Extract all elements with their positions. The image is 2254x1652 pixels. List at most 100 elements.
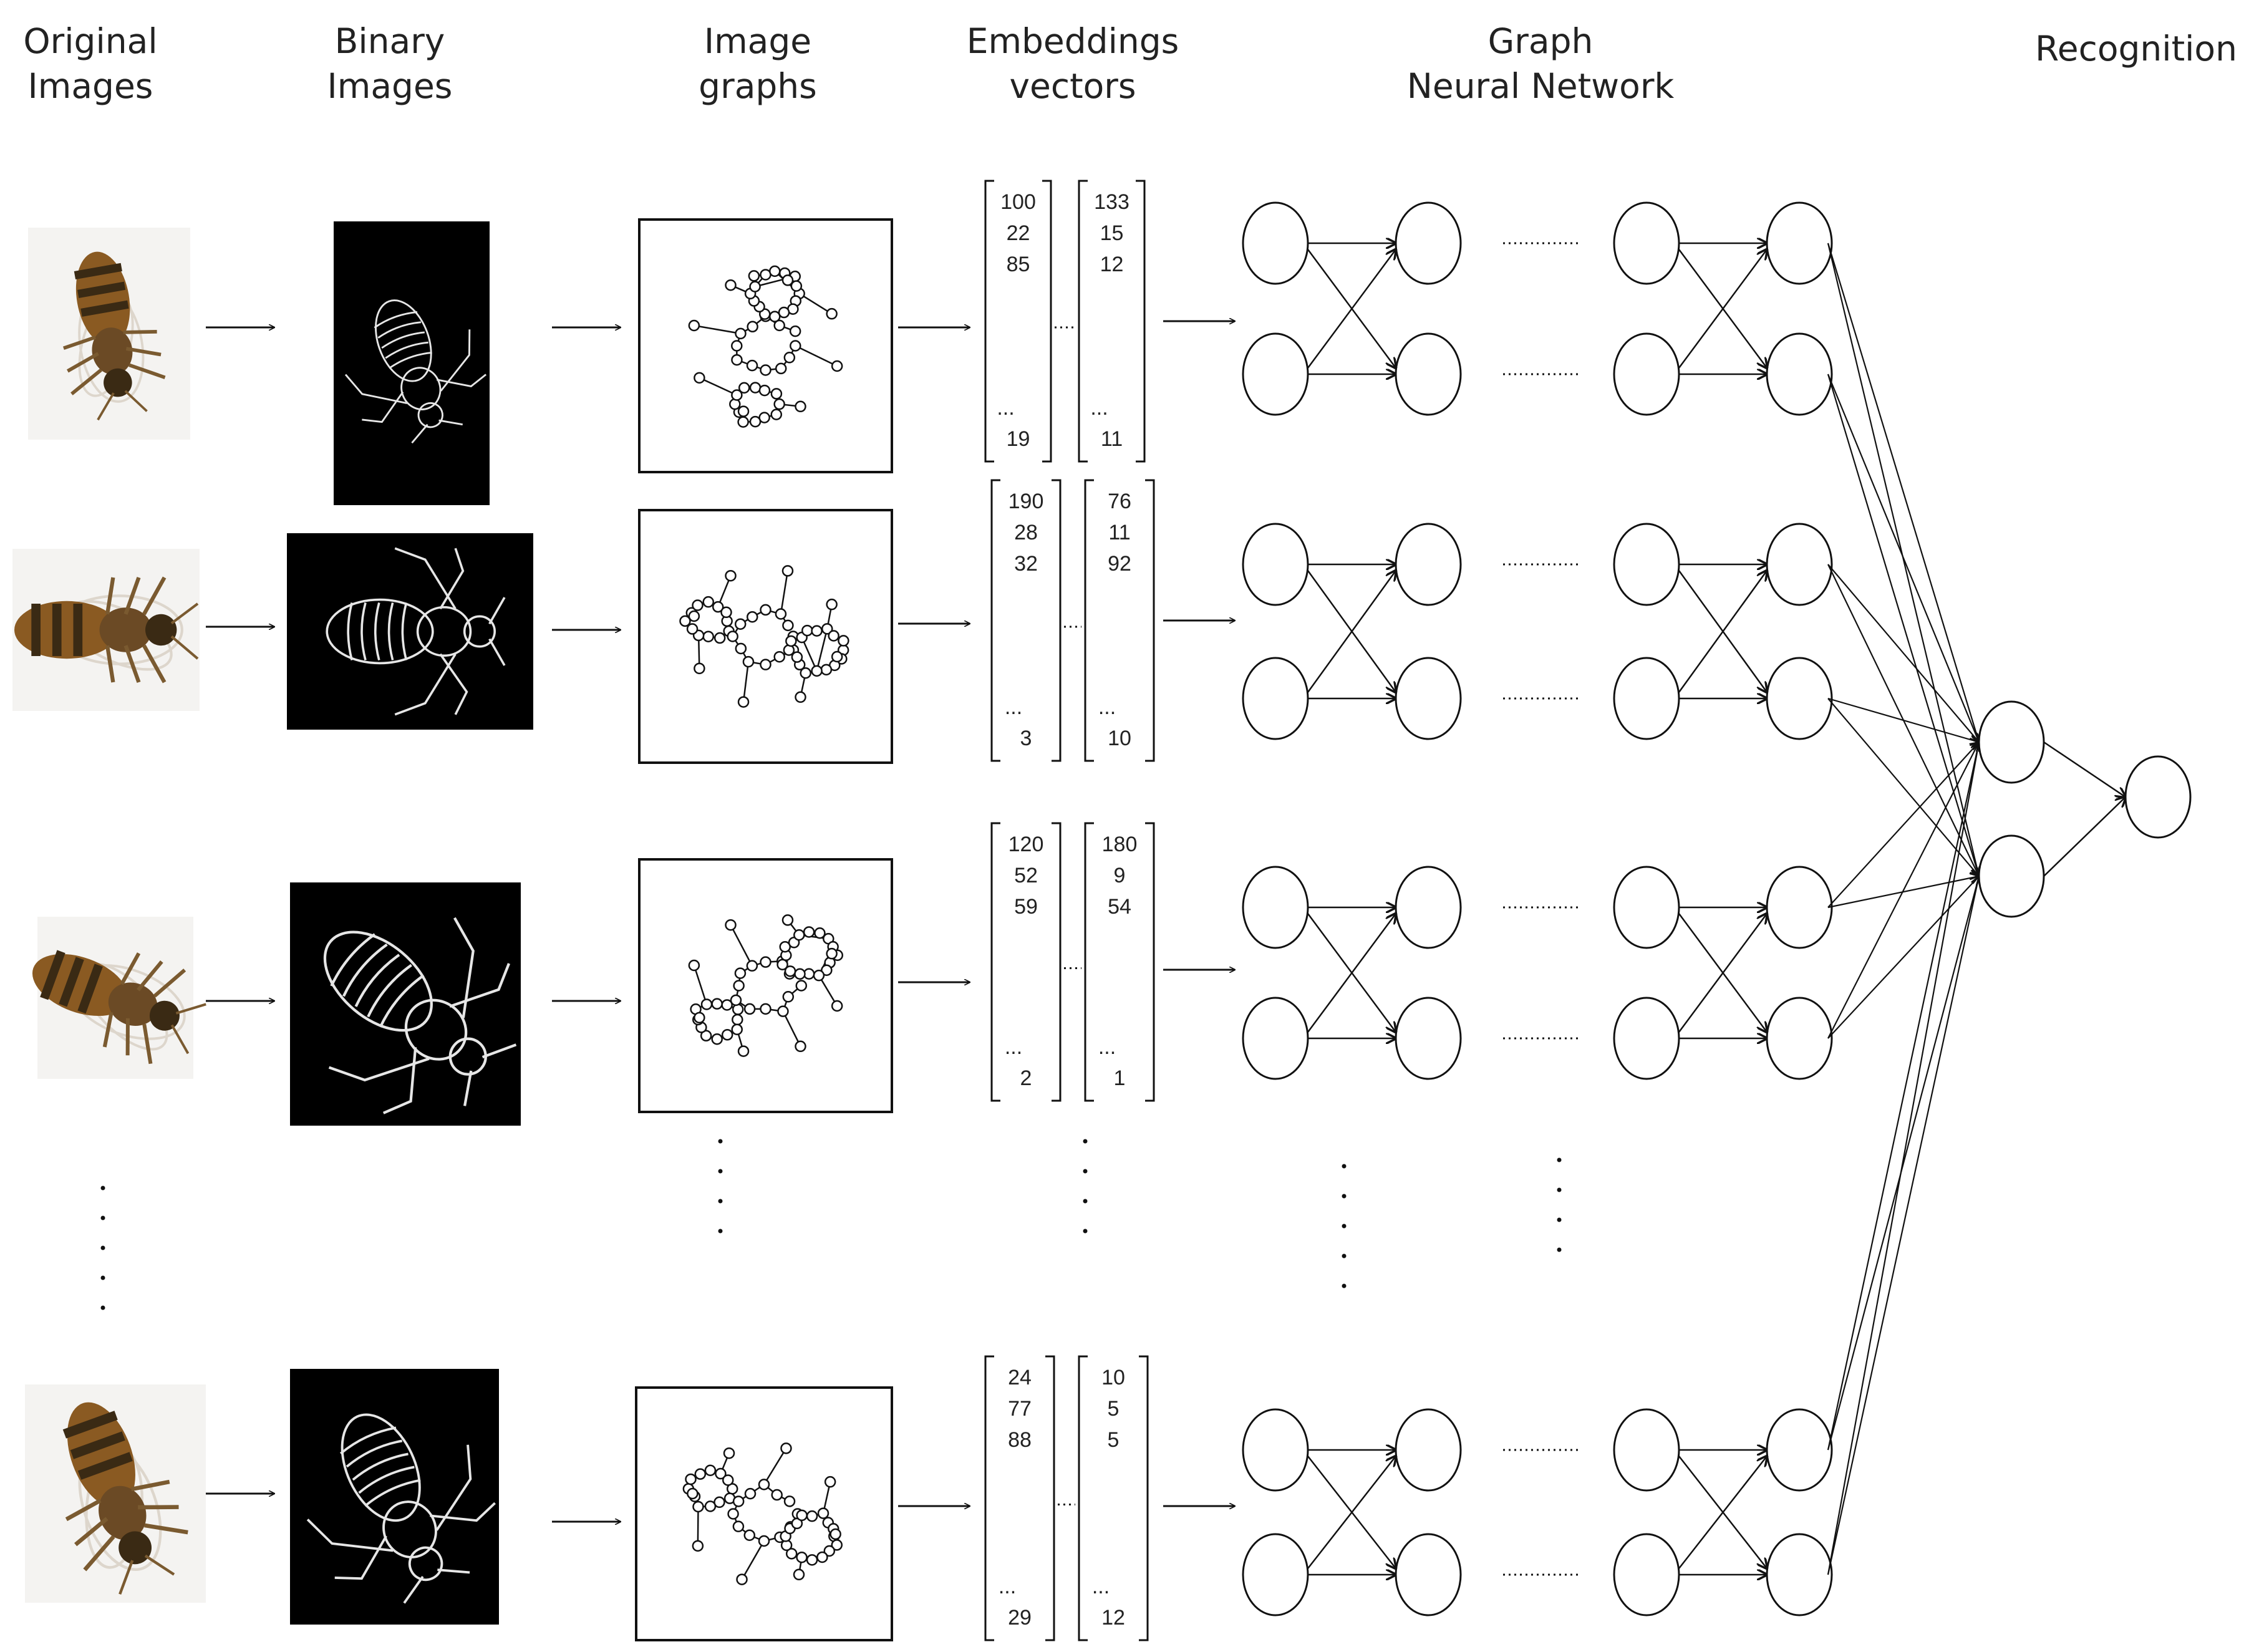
edge-leg: [382, 1047, 417, 1114]
graph-node: [743, 1003, 756, 1015]
bee-leg: [125, 347, 162, 357]
graph-node: [795, 1040, 806, 1053]
continuation-dots: [718, 1139, 723, 1144]
bracket-right: [1139, 1355, 1149, 1641]
edge-outline: [306, 1413, 496, 1604]
recognition-edge: [1827, 876, 1979, 909]
graph-node: [782, 991, 795, 1003]
graph-node: [821, 964, 833, 976]
graph-node: [711, 1033, 723, 1045]
graph-node: [712, 601, 724, 613]
recognition-hidden-node: [1978, 834, 2045, 918]
gnn-block-1: [1242, 201, 1833, 416]
continuation-dots: [100, 1186, 105, 1191]
vector-value: 88: [1008, 1428, 1032, 1452]
bracket-left: [984, 1355, 994, 1641]
graph-node: [773, 650, 785, 663]
recognition-hidden-node: [1978, 700, 2045, 784]
vector-value: 52: [1014, 864, 1038, 887]
graph-node: [758, 412, 770, 423]
graph-node: [785, 1548, 798, 1560]
abdomen-stripe: [80, 300, 129, 317]
graph-node: [733, 980, 745, 992]
edge-wing: [394, 653, 457, 716]
graph-node: [748, 270, 760, 282]
graph-node: [721, 1029, 733, 1041]
binary-background: [290, 1369, 499, 1625]
bracket-left: [1078, 180, 1088, 463]
graph-node: [734, 618, 747, 630]
recognition-edge: [1827, 374, 1979, 742]
recognition-edge: [1827, 698, 1979, 876]
gnn-node: [1242, 1408, 1309, 1492]
graph-node: [721, 999, 733, 1011]
graph-node: [781, 565, 794, 577]
graph-node: [713, 632, 726, 644]
bee-leg: [74, 1517, 109, 1547]
graph-node: [685, 1473, 697, 1485]
bee-leg: [65, 1499, 102, 1522]
edge-outline: [326, 547, 506, 716]
graph-node: [749, 281, 761, 292]
abdomen-stripe: [52, 604, 62, 656]
graph-node: [780, 1442, 792, 1454]
abdomen-stripe: [40, 950, 65, 1000]
edge-stripe: [381, 331, 425, 349]
graph-node: [770, 408, 783, 420]
graph-frame: [638, 509, 893, 764]
vector-value: 22: [1007, 221, 1030, 245]
recognition-edge: [1827, 564, 1979, 742]
graph-node: [723, 1447, 735, 1459]
graph-node: [702, 596, 714, 608]
edge-antenna: [488, 597, 506, 625]
graph-node: [830, 1528, 841, 1540]
bee-antenna: [97, 392, 115, 421]
edge-abdomen: [341, 1413, 421, 1522]
bee-head: [104, 368, 132, 397]
header-recognition: Recognition: [2035, 29, 2237, 69]
graph-node: [679, 615, 691, 627]
graph-node: [831, 1000, 843, 1012]
edge-abdomen: [375, 299, 432, 382]
vector-value: 77: [1008, 1397, 1032, 1421]
graph-node: [795, 400, 806, 413]
graph-node: [773, 398, 785, 410]
graph-node: [736, 1573, 748, 1585]
vector-ellipsis: ...: [1005, 695, 1022, 719]
edge-head: [463, 615, 496, 648]
gnn-block-2: [1242, 523, 1833, 740]
vector-value: 28: [1014, 521, 1038, 544]
graph-node: [732, 1013, 743, 1026]
graph-node: [688, 319, 700, 332]
binary-image-2: [287, 533, 533, 730]
graph-node: [777, 1005, 789, 1017]
edge-stripe: [364, 1479, 421, 1507]
vector-value: 59: [1014, 895, 1038, 919]
bee-figure: [62, 1402, 188, 1595]
gnn-node: [1613, 1533, 1680, 1616]
vector-ellipsis: ...: [997, 396, 1014, 420]
bee-leg: [102, 1012, 114, 1048]
bee-leg: [153, 968, 186, 998]
edge-thorax: [404, 998, 468, 1061]
vector-value: 11: [1101, 427, 1123, 451]
vector-value: 11: [1108, 521, 1130, 544]
bracket-left: [1078, 1355, 1088, 1641]
graph-node: [687, 1487, 699, 1500]
graph-node: [700, 998, 713, 1010]
bracket-right: [1042, 180, 1052, 463]
edge-stripe: [339, 1426, 397, 1455]
graph-node: [771, 1489, 783, 1501]
recognition-edge: [1827, 876, 1979, 1575]
gnn-edge: [1307, 249, 1396, 369]
bracket-right: [1045, 1355, 1055, 1641]
gnn-node: [1395, 997, 1462, 1080]
bracket-left: [984, 180, 994, 463]
graph-node: [795, 691, 806, 703]
graph-node: [796, 1509, 808, 1522]
vector-value: 3: [1020, 727, 1032, 750]
graph-node: [758, 1535, 770, 1547]
graph-node: [803, 926, 815, 938]
graph-node: [793, 929, 805, 941]
